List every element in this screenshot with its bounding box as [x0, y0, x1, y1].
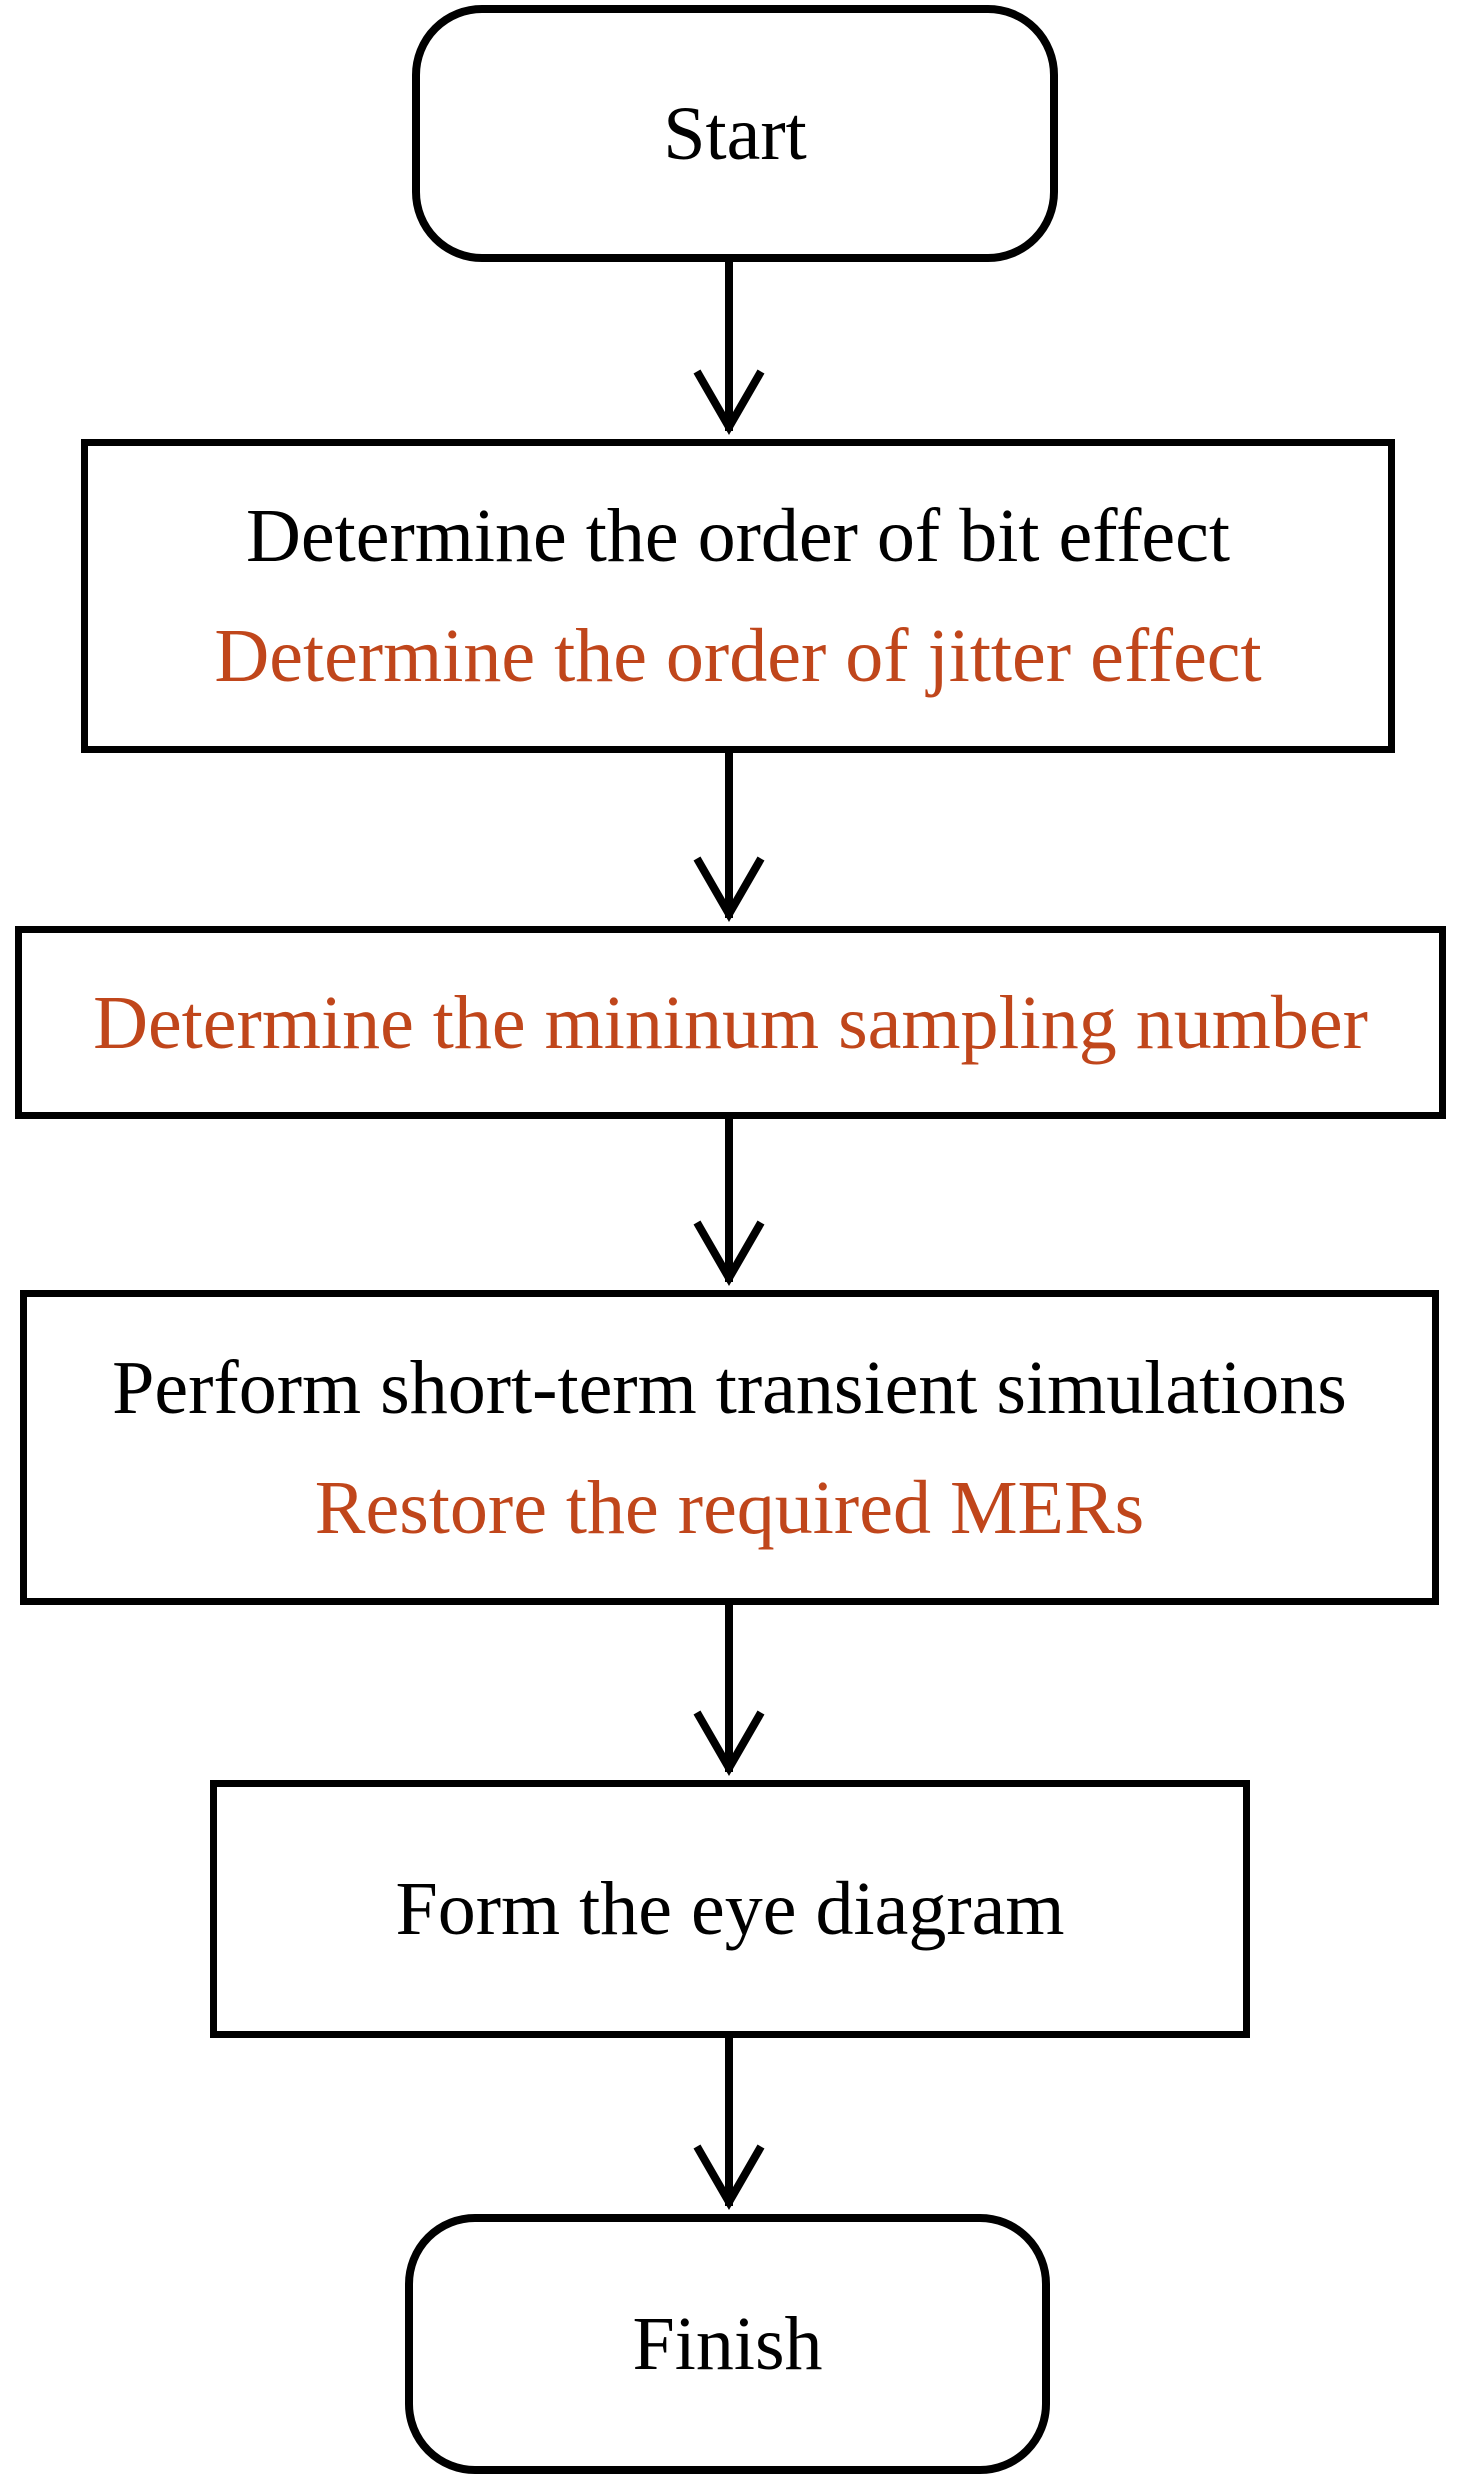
start-label: Start: [663, 91, 807, 176]
arrow-step4-to-finish: [693, 2034, 765, 2211]
step-sampling-number-label: Determine the mininum sampling number: [93, 980, 1368, 1065]
finish-terminal: Finish: [405, 2214, 1050, 2474]
arrow-step3-to-step4: [693, 1601, 765, 1777]
finish-label: Finish: [632, 2302, 823, 2386]
step-sampling-number-box: Determine the mininum sampling number: [15, 926, 1446, 1119]
step-eye-diagram-box: Form the eye diagram: [210, 1780, 1250, 2038]
step-eye-diagram-label: Form the eye diagram: [395, 1867, 1065, 1951]
step-bit-effect-label: Determine the order of bit effect: [245, 494, 1231, 578]
step-simulation-box: Perform short-term transient simulations…: [20, 1290, 1439, 1605]
arrow-start-to-step1: [693, 258, 765, 436]
step-restore-mers-label: Restore the required MERs: [314, 1465, 1145, 1550]
start-terminal: Start: [412, 5, 1058, 262]
arrow-step1-to-step2: [693, 749, 765, 923]
arrow-step2-to-step3: [693, 1115, 765, 1287]
step-jitter-effect-label: Determine the order of jitter effect: [214, 614, 1262, 698]
step-transient-simulation-label: Perform short-term transient simulations: [112, 1345, 1347, 1430]
step-order-effects-box: Determine the order of bit effect Determ…: [81, 439, 1395, 753]
